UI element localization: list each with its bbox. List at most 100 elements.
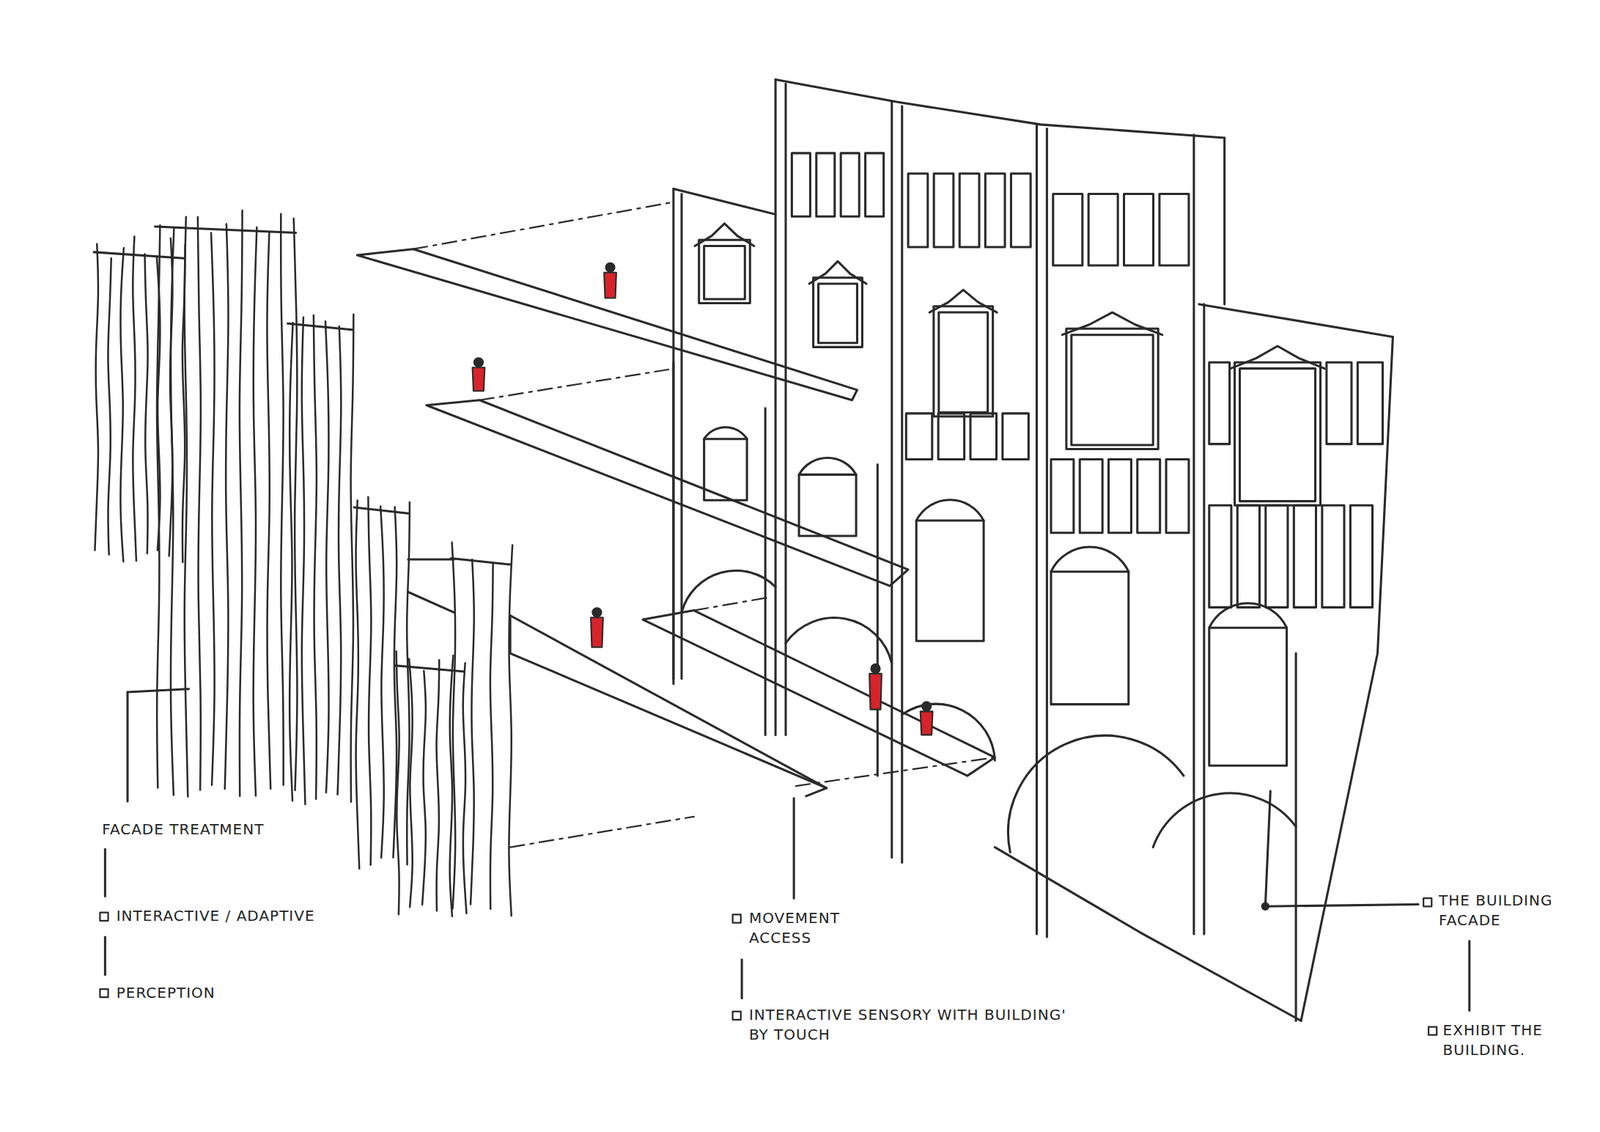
person-figure xyxy=(472,367,486,391)
leader-line xyxy=(1265,904,1419,907)
window xyxy=(905,413,933,460)
person-figure xyxy=(920,710,934,735)
window-arch xyxy=(1209,603,1288,629)
sketch-annotation: EXHIBIT THE BUILDING. xyxy=(1443,1020,1587,1060)
fin-top xyxy=(354,507,409,514)
arcade-arch xyxy=(1152,793,1296,848)
walkway-slab xyxy=(642,610,995,777)
walkway-slab xyxy=(356,249,857,401)
leader-dot xyxy=(1262,902,1268,909)
window-frame xyxy=(938,312,988,412)
projection-line xyxy=(413,202,674,250)
sketch-annotation: FACADE TREATMENT xyxy=(101,819,368,840)
sketch-annotation: INTERACTIVE / ADAPTIVE xyxy=(116,905,403,926)
leader-line xyxy=(126,691,129,802)
fin-top xyxy=(450,558,511,565)
window xyxy=(816,153,835,217)
walkway-column xyxy=(876,463,879,776)
pilaster xyxy=(1202,304,1205,934)
window xyxy=(933,306,994,417)
projection-line xyxy=(479,369,669,401)
facade-fin xyxy=(470,559,475,904)
window-frame xyxy=(818,283,858,344)
window-frame xyxy=(1240,368,1316,502)
facade-outline xyxy=(1199,304,1394,338)
window xyxy=(699,239,751,303)
window xyxy=(1357,362,1383,444)
window xyxy=(908,173,928,247)
pilaster xyxy=(1223,137,1226,305)
pilaster xyxy=(1045,128,1049,937)
person-head xyxy=(922,702,931,711)
person-head xyxy=(606,263,615,272)
window xyxy=(1322,504,1345,607)
leader-line xyxy=(104,848,107,896)
pilaster xyxy=(900,106,903,863)
window xyxy=(1209,362,1230,444)
window xyxy=(1053,194,1083,266)
window xyxy=(1066,328,1159,449)
window-arch xyxy=(798,457,857,475)
leader-line xyxy=(1468,941,1471,1011)
person-head xyxy=(592,608,602,617)
check-box xyxy=(99,912,108,921)
window xyxy=(1010,173,1031,247)
sketch-annotation: PERCEPTION xyxy=(116,982,321,1003)
sketch-strokes xyxy=(93,79,1470,1035)
facade-fin xyxy=(422,670,426,905)
fin-top xyxy=(155,226,297,233)
person-figure xyxy=(869,673,882,710)
pilaster xyxy=(1192,134,1195,934)
walkway-slab xyxy=(510,615,827,788)
check-box xyxy=(1428,1026,1437,1035)
projection-line xyxy=(795,757,995,786)
pilaster xyxy=(1035,124,1038,934)
facade-fin xyxy=(211,232,215,785)
window xyxy=(1002,413,1030,460)
facade-fin xyxy=(490,562,494,909)
facade-fin xyxy=(450,655,454,917)
window xyxy=(1124,194,1154,266)
facade-fin xyxy=(225,223,229,789)
walkway-column xyxy=(764,408,767,736)
facade-base xyxy=(994,847,1301,1021)
facade-fin xyxy=(289,322,293,801)
facade-fin xyxy=(253,227,258,796)
window-pediment xyxy=(1062,312,1162,335)
facade-fin xyxy=(132,236,137,560)
facade-fin xyxy=(463,662,467,914)
facade-fin xyxy=(380,505,385,858)
facade-fin xyxy=(337,326,342,795)
window xyxy=(865,153,884,217)
window xyxy=(938,413,965,460)
facade-fin xyxy=(436,659,440,911)
pilaster xyxy=(1295,653,1298,1021)
facade-fin xyxy=(325,321,330,793)
facade-fin xyxy=(313,315,317,799)
facade-fin xyxy=(367,496,371,865)
check-box xyxy=(732,1011,741,1020)
arcade-arch xyxy=(1008,735,1184,852)
leader-line xyxy=(104,936,107,975)
window xyxy=(1088,194,1118,266)
fin-link xyxy=(408,592,455,613)
pilaster xyxy=(784,83,787,735)
window xyxy=(813,277,863,348)
arcade-arch xyxy=(681,570,776,613)
facade-fin xyxy=(266,231,271,788)
window xyxy=(1234,362,1321,505)
person-figure xyxy=(590,617,604,647)
window xyxy=(1159,194,1189,266)
facade-fin xyxy=(406,502,410,865)
window xyxy=(1108,459,1132,533)
facade-outline xyxy=(775,79,1225,138)
window xyxy=(916,520,984,641)
window xyxy=(1350,504,1373,607)
window-arch xyxy=(1051,546,1129,572)
fin-top xyxy=(93,252,184,258)
fin-link xyxy=(408,557,455,560)
pilaster xyxy=(774,79,777,736)
facade-fin xyxy=(239,210,243,796)
